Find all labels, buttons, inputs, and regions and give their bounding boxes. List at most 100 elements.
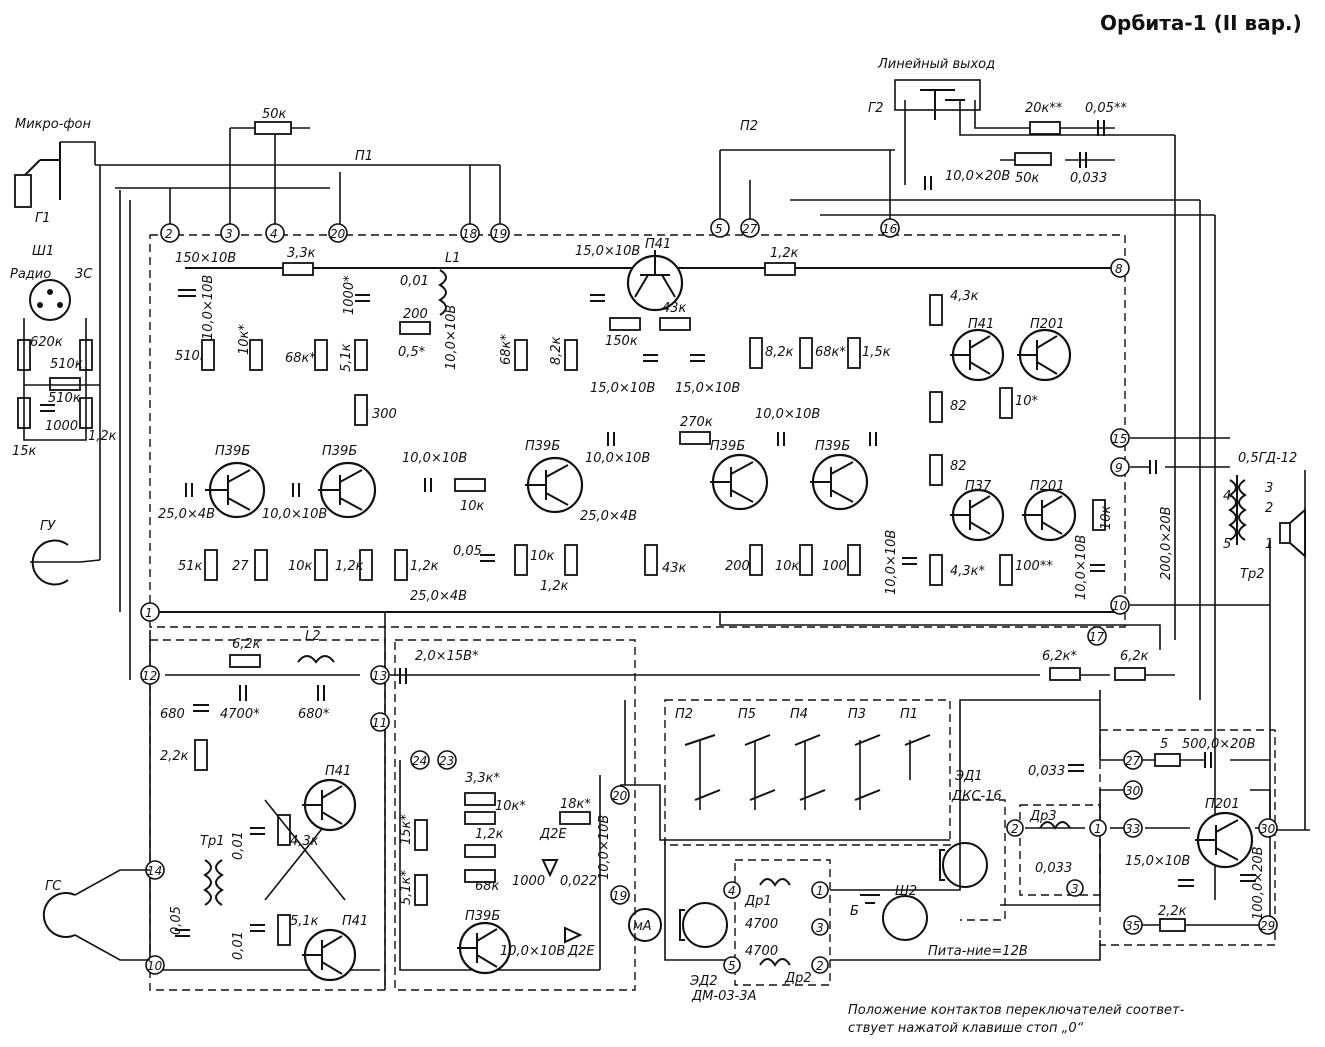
svg-text:10,0×10В: 10,0×10В [755, 407, 820, 422]
svg-text:6,2к: 6,2к [1120, 649, 1149, 664]
oscillator-section: 6,2к 4700* L2 680* 2,0×15В* 680 2,2к Тр1… [160, 629, 479, 982]
svg-text:200: 200 [403, 307, 428, 322]
power-socket-label: Ш2 [895, 884, 917, 899]
radio-pin-label: 3С [75, 267, 93, 282]
motor-driver-section: 5 500,0×20В П201 15,0×10В 2,2к 100,0×20В [1125, 737, 1266, 932]
transistor-label: П39Б [815, 439, 850, 454]
node-label: 17 [1089, 630, 1105, 644]
node-label: 2 [816, 959, 824, 973]
svg-text:4,3к: 4,3к [950, 289, 979, 304]
inductor-dr2-label: Др2 [784, 971, 812, 986]
diode-label: Д2Е [567, 944, 595, 959]
switch-p4-label: П4 [790, 707, 808, 722]
transistor-label: П41 [968, 317, 994, 332]
node-label: 3 [816, 921, 824, 935]
svg-text:1,5к: 1,5к [862, 345, 891, 360]
svg-text:68к*: 68к* [499, 334, 514, 365]
svg-text:20к**: 20к** [1025, 101, 1063, 116]
battery-label: Б [850, 904, 859, 919]
svg-text:10,0×10В: 10,0×10В [201, 275, 216, 340]
node-label: 1 [145, 606, 153, 620]
inductor-dr1-label: Др1 [744, 894, 772, 909]
svg-text:0,5*: 0,5* [398, 345, 426, 360]
node-label: 35 [1125, 919, 1140, 933]
svg-text:3: 3 [1265, 481, 1273, 496]
node-label: 18 [462, 227, 478, 241]
switch-p2-label: П2 [740, 119, 758, 134]
radio-socket-label: Ш1 [32, 244, 54, 259]
node-label: 13 [372, 669, 387, 683]
mic-jack-label: Г1 [35, 211, 51, 226]
svg-text:68к*: 68к* [285, 351, 316, 366]
svg-text:18к*: 18к* [560, 797, 591, 812]
gu-head: ГУ [30, 519, 101, 586]
motor-2-type: ДМ-03-3А [691, 989, 756, 1004]
svg-text:0,033: 0,033 [1070, 171, 1107, 186]
coupling-resistors: 6,2к* 6,2к [1042, 649, 1149, 681]
svg-text:43к: 43к [662, 561, 687, 576]
svg-text:4700*: 4700* [220, 707, 260, 722]
svg-text:10,0×10В: 10,0×10В [585, 451, 650, 466]
svg-text:5: 5 [1160, 737, 1168, 752]
svg-text:150к: 150к [605, 334, 638, 349]
svg-text:5: 5 [1223, 537, 1231, 552]
svg-text:10,0×10В: 10,0×10В [262, 507, 327, 522]
node-label: 3 [225, 227, 233, 241]
svg-text:510к: 510к [48, 391, 81, 406]
switch-p1-label: П1 [900, 707, 918, 722]
node-label: 12 [142, 669, 157, 683]
node-label: 19 [612, 889, 627, 903]
svg-text:1,2к: 1,2к [475, 827, 504, 842]
node-label: 11 [372, 716, 387, 730]
svg-text:10,0×20В: 10,0×20В [945, 169, 1010, 184]
svg-text:0,01: 0,01 [231, 831, 246, 860]
speaker-label: 0,5ГД-12 [1238, 451, 1297, 466]
svg-text:2,0×15В*: 2,0×15В* [415, 649, 479, 664]
transistor-label: П37 [965, 479, 992, 494]
svg-text:4: 4 [1223, 489, 1231, 504]
radio-socket: Ш1 Радио 3С 620к 510к 510к 15к 1,2к 1000 [10, 244, 117, 459]
node-label: 24 [412, 754, 427, 768]
inductor-l1-label: L1 [445, 251, 461, 266]
node-label: 9 [1115, 461, 1123, 475]
svg-text:270к: 270к [680, 415, 713, 430]
mic-label: Микро-фон [15, 117, 91, 132]
node-label: 29 [1260, 919, 1275, 933]
svg-text:25,0×4В: 25,0×4В [158, 507, 215, 522]
svg-text:8,2к: 8,2к [549, 336, 564, 365]
svg-text:0,033: 0,033 [1028, 764, 1065, 779]
switch-p2-label: П2 [675, 707, 693, 722]
transistor-label: П201 [1205, 797, 1240, 812]
node-label: 27 [742, 222, 758, 236]
svg-text:6,2к: 6,2к [232, 637, 261, 652]
node-label: 8 [1115, 262, 1123, 276]
svg-text:1,2к: 1,2к [540, 579, 569, 594]
line-out-label: Линейный выход [877, 57, 995, 72]
transistor-label: П39Б [710, 439, 745, 454]
svg-text:25,0×4В: 25,0×4В [580, 509, 637, 524]
node-label: 4 [728, 884, 736, 898]
svg-text:15к: 15к [12, 444, 37, 459]
transistor-label: П201 [1030, 479, 1065, 494]
microphone-input: Микро-фон Г1 [14, 117, 96, 226]
switch-p5-label: П5 [738, 707, 756, 722]
svg-text:200: 200 [725, 559, 750, 574]
transistor-label: П41 [645, 237, 671, 252]
motor-section: ЭД2 ДМ-03-3А Др1 4700 4700 Др2 Б Ш2 Пита… [679, 764, 1084, 1004]
svg-text:50к: 50к [1015, 171, 1040, 186]
svg-text:1,2к: 1,2к [770, 246, 799, 261]
node-label: 10 [147, 959, 163, 973]
svg-text:25,0×4В: 25,0×4В [410, 589, 467, 604]
svg-text:300: 300 [372, 407, 397, 422]
node-label: 2 [165, 227, 173, 241]
svg-text:68к*: 68к* [815, 345, 846, 360]
svg-text:0,05: 0,05 [169, 906, 184, 935]
svg-text:5,1к: 5,1к [290, 914, 319, 929]
node-label: 30 [1260, 822, 1276, 836]
transistor-label: П39Б [322, 444, 357, 459]
svg-text:10,0×10В: 10,0×10В [402, 451, 467, 466]
transistor-label: П39Б [465, 909, 500, 924]
switch-block: П2 П5 П4 П3 П1 [675, 707, 931, 810]
switch-p1-label: П1 [355, 149, 373, 164]
gu-label: ГУ [40, 519, 56, 534]
